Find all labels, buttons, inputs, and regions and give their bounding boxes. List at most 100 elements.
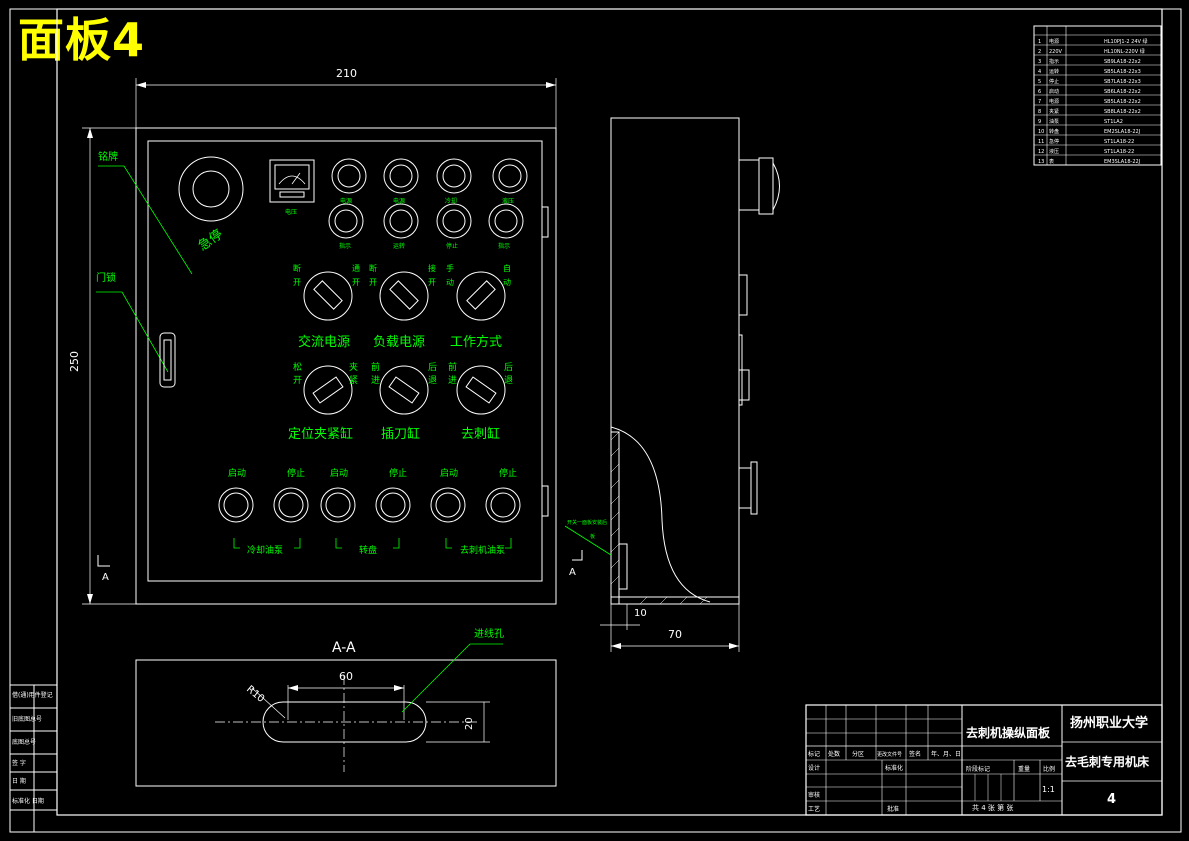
r2-top-2a: 前 xyxy=(371,361,380,373)
r2-top-2b: 进 xyxy=(371,375,380,386)
r1-top-1b: 开 xyxy=(352,278,360,287)
callout-cable-hole: 进线孔 xyxy=(474,627,504,640)
bom-cell-12-1: 表 xyxy=(1049,158,1054,165)
strip-text-3: 签 字 xyxy=(12,759,26,767)
tb-h-ratio: 比例 xyxy=(1043,765,1055,773)
strip-text-1: 旧底图总号 xyxy=(12,715,42,723)
tb-machine: 去毛刺专用机床 xyxy=(1065,754,1150,769)
callout-door-lock: 门锁 xyxy=(96,271,116,284)
r1-label-1: 负载电源 xyxy=(373,335,425,350)
bom-cell-5-0: 6 xyxy=(1038,89,1041,95)
outer-border xyxy=(9,8,1182,833)
btn-label-4: 启动 xyxy=(440,467,458,479)
bom-cell-1-2: HL10NL-220V 绿 xyxy=(1104,48,1145,55)
front-outer-outline xyxy=(135,127,557,605)
section-label: A-A xyxy=(332,640,356,656)
r2-top-4a: 前 xyxy=(448,361,457,373)
bom-cell-3-1: 运转 xyxy=(1049,68,1059,75)
bom-cell-5-1: 启动 xyxy=(1049,88,1059,95)
r1-top-4b: 动 xyxy=(446,277,454,287)
bom-cell-10-2: ST1LA18-22 xyxy=(1104,139,1134,145)
dim-slot-len: 60 xyxy=(339,670,353,683)
side-callout: 开关一面板安装后 xyxy=(567,519,607,526)
bom-cell-1-0: 2 xyxy=(1038,49,1041,55)
bom-cell-4-1: 停止 xyxy=(1049,78,1059,85)
sheet-title: 面板4 xyxy=(18,13,146,67)
tb-design: 设计 xyxy=(808,764,820,772)
title-block: 去刺机操纵面板 扬州职业大学 去毛刺专用机床 4 1:1 共 4 张 第 张 阶… xyxy=(805,704,1163,816)
bom-cell-2-2: SB9LA18-22x2 xyxy=(1104,59,1141,65)
bom-cell-4-0: 5 xyxy=(1038,79,1041,85)
btn-label-3: 停止 xyxy=(389,467,407,479)
push-buttons: 启动 停止 启动 停止 启动 停止 冷却油泵 转盘 去刺机油泵 xyxy=(218,467,521,556)
lamp-label-r2-1: 运转 xyxy=(393,242,405,250)
rotary-switches-row2: 松 开 夹 紧 前 进 后 退 前 进 后 退 定位夹紧缸 插刀缸 去刺缸 xyxy=(288,361,513,442)
r2-top-0b: 开 xyxy=(293,375,302,386)
r2-top-5a: 后 xyxy=(504,362,513,373)
bom-cell-1-1: 220V xyxy=(1049,49,1063,55)
bom-cell-5-2: SB6LA18-22x2 xyxy=(1104,89,1141,95)
r1-top-4a: 手 xyxy=(446,263,454,273)
bom-cell-0-1: 电源 xyxy=(1049,38,1059,45)
bom-cell-6-2: SB5LA18-22x2 xyxy=(1104,99,1141,105)
rotary-switches-row1: 断 开 通 开 断 开 接 开 手 动 自 动 交流电源 负载电源 工作方式 xyxy=(293,263,511,350)
strip-text-5: 标准化 日期 xyxy=(12,797,44,805)
dim-radius: R10 xyxy=(244,684,266,705)
door-lock-icon xyxy=(159,332,176,388)
lamp-label-r2-2: 停止 xyxy=(446,242,458,250)
tb-scale: 1:1 xyxy=(1042,785,1055,794)
bom-cell-2-1: 指示 xyxy=(1049,58,1059,65)
indicator-lamps: 电源 电源 冷却 液压 指示 运转 停止 指示 xyxy=(328,158,528,250)
tb-h-date: 年、月、日 xyxy=(931,750,961,758)
dim-slot-h: 20 xyxy=(464,717,475,730)
r2-label-2: 去刺缸 xyxy=(461,426,500,442)
strip-text-2: 底图总号 xyxy=(12,738,36,746)
r2-top-5b: 退 xyxy=(504,375,513,386)
side-view: 开关一面板安装后 板 A 10 70 xyxy=(564,117,780,652)
bom-cell-10-0: 11 xyxy=(1038,139,1044,145)
r2-top-3b: 退 xyxy=(428,375,437,386)
dim-side-width: 70 xyxy=(668,628,682,641)
r1-top-2b: 开 xyxy=(369,278,377,287)
meter-label: 电压 xyxy=(285,208,297,216)
bom-cell-7-2: SB8LA18-22x2 xyxy=(1104,109,1141,115)
r2-top-1a: 夹 xyxy=(349,361,358,373)
tb-h-mark: 标记 xyxy=(808,750,820,758)
tb-approve: 批准 xyxy=(887,805,899,813)
bom-cell-3-0: 4 xyxy=(1038,69,1041,75)
r2-label-0: 定位夹紧缸 xyxy=(288,426,353,442)
r1-top-0a: 断 xyxy=(293,263,301,273)
strip-text-4: 日 期 xyxy=(12,777,26,785)
lamp-label-r2-3: 指示 xyxy=(498,242,510,250)
lamp-label-r1-2: 冷却 xyxy=(445,197,457,205)
r2-top-4b: 进 xyxy=(448,375,457,386)
bom-cell-8-1: 油泵 xyxy=(1049,118,1059,125)
dim-height: 250 xyxy=(68,351,81,372)
bom-cell-2-0: 3 xyxy=(1038,59,1041,65)
lamp-label-r1-1: 电源 xyxy=(393,197,405,205)
r1-top-3a: 接 xyxy=(428,263,436,273)
bom-cell-9-1: 转盘 xyxy=(1049,128,1059,135)
r1-top-5b: 动 xyxy=(503,277,511,287)
r2-label-1: 插刀缸 xyxy=(381,426,420,442)
side-callout-2: 板 xyxy=(590,533,595,540)
btn-label-5: 停止 xyxy=(499,467,517,479)
bom-cell-11-1: 液压 xyxy=(1049,148,1059,155)
r1-top-2a: 断 xyxy=(369,263,377,273)
callout-label-plate: 铭牌 xyxy=(98,150,118,163)
tb-process: 工艺 xyxy=(808,805,820,813)
tb-audit: 审核 xyxy=(808,791,820,799)
left-strip: 借(通)用件登记 旧底图总号 底图总号 签 字 日 期 标准化 日期 xyxy=(10,684,57,832)
r1-top-3b: 开 xyxy=(428,278,436,287)
section-mark-left: A xyxy=(102,572,109,583)
section-aa-view: A-A 60 20 R10 进线孔 xyxy=(135,627,557,787)
tb-h-doc: 更改文件号 xyxy=(877,751,902,758)
group-label-2: 去刺机油泵 xyxy=(460,544,505,556)
r1-top-1a: 通 xyxy=(352,263,360,273)
tb-h-qty: 处数 xyxy=(828,750,840,758)
lamp-label-r1-3: 液压 xyxy=(502,197,514,205)
front-panel-outline xyxy=(147,140,543,582)
dim-wall: 10 xyxy=(634,608,647,619)
